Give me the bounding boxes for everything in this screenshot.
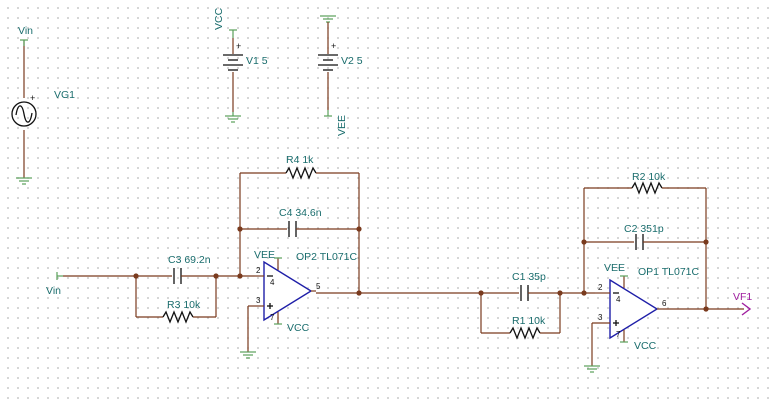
junction-dot	[557, 290, 563, 296]
c3-label: C3 69.2n	[168, 254, 211, 266]
op1-vcc-label: VCC	[634, 340, 657, 352]
junction-dot	[703, 306, 709, 312]
op1-pin-minus: 2	[598, 283, 603, 292]
op2-pin-minus: 2	[256, 266, 261, 275]
vg1-source[interactable]: +	[11, 40, 37, 185]
op1-pin-v-bottom: 7	[616, 330, 621, 339]
v1-battery[interactable]: +	[223, 38, 243, 123]
op2-label: OP2 TL071C	[296, 251, 358, 263]
v2-label: V2 5	[341, 55, 363, 67]
c4-label: C4 34.6n	[279, 207, 322, 219]
r1-resistor[interactable]	[509, 326, 541, 340]
vin-input-label: Vin	[46, 285, 61, 297]
op2-pin-out: 5	[316, 282, 321, 291]
op1-label: OP1 TL071C	[638, 266, 700, 278]
op2-ground	[240, 351, 256, 359]
vin-top-label: Vin	[18, 25, 33, 37]
op2-pin-v-top: 4	[270, 278, 275, 287]
r3-resistor[interactable]	[162, 310, 194, 324]
r2-label: R2 10k	[632, 171, 666, 183]
op1-pin-out: 6	[662, 299, 667, 308]
r4-label: R4 1k	[286, 154, 314, 166]
op1-pin-v-top: 4	[616, 295, 621, 304]
junction-dot	[581, 290, 587, 296]
c1-label: C1 35p	[512, 271, 546, 283]
vf1-probe[interactable]	[741, 302, 752, 316]
junction-dot	[237, 273, 243, 279]
op2-pin-v-bottom: 7	[270, 313, 275, 322]
vg1-label: VG1	[54, 89, 75, 101]
junction-dot	[133, 273, 139, 279]
c4-capacitor[interactable]	[288, 221, 297, 237]
vcc-top-terminal[interactable]	[229, 29, 237, 38]
junction-dot	[581, 239, 587, 245]
op1-pin-plus: 3	[598, 313, 603, 322]
vg1-plus-sign: +	[30, 93, 35, 103]
junction-dot	[356, 226, 362, 232]
op2-opamp[interactable]	[248, 258, 316, 324]
c2-label: C2 351p	[624, 223, 664, 235]
op1-ground	[584, 365, 600, 373]
r3-label: R3 10k	[167, 299, 201, 311]
junction-dot	[703, 239, 709, 245]
c1-capacitor[interactable]	[520, 285, 529, 301]
c2-capacitor[interactable]	[635, 234, 644, 250]
v2-plus-sign: +	[331, 41, 336, 51]
vee-bottom-terminal[interactable]	[324, 110, 332, 117]
op2-pin-plus: 3	[256, 296, 261, 305]
vin-input-terminal[interactable]	[56, 272, 63, 280]
r1-label: R1 10k	[512, 315, 546, 327]
op2-vcc-label: VCC	[287, 322, 310, 334]
op1-vee-label: VEE	[604, 262, 625, 274]
vf1-label: VF1	[733, 291, 752, 303]
junction-dot	[237, 226, 243, 232]
r4-resistor[interactable]	[285, 166, 317, 180]
v1-label: V1 5	[246, 55, 268, 67]
vee-bottom-label: VEE	[336, 115, 348, 136]
c3-capacitor[interactable]	[173, 268, 182, 284]
op1-opamp[interactable]	[592, 276, 663, 342]
v2-battery[interactable]: +	[318, 15, 338, 110]
op2-vee-label: VEE	[254, 249, 275, 261]
r2-resistor[interactable]	[631, 181, 663, 195]
junction-dot	[356, 290, 362, 296]
v1-plus-sign: +	[236, 41, 241, 51]
vcc-top-label: VCC	[213, 7, 225, 30]
junction-dot	[213, 273, 219, 279]
junction-dot	[478, 290, 484, 296]
vin-top-terminal[interactable]	[20, 39, 28, 46]
